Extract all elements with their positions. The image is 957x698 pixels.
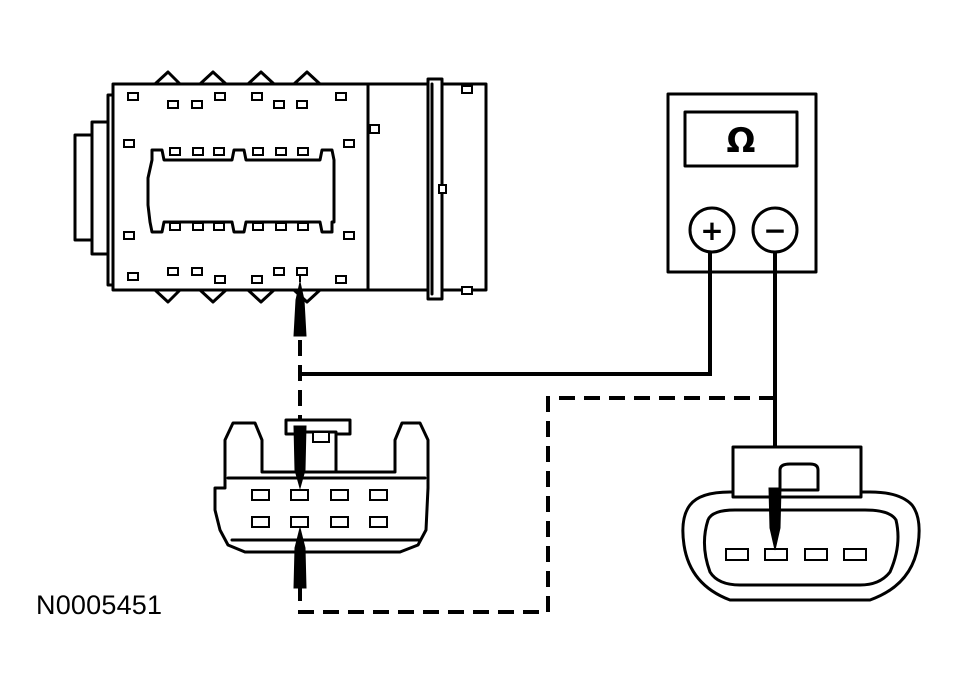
meter-display bbox=[683, 110, 799, 168]
probe-tips bbox=[293, 274, 782, 589]
jumper-lead-lower bbox=[298, 396, 775, 614]
plus-sign: + bbox=[700, 214, 723, 247]
sensor-cavities bbox=[725, 548, 867, 561]
positive-test-lead bbox=[301, 252, 712, 376]
probe-tip-harness-top bbox=[293, 425, 307, 490]
harness-cavities bbox=[251, 489, 388, 528]
probe-tip-sensor bbox=[768, 487, 782, 551]
module-cavities bbox=[123, 92, 355, 284]
ohmmeter: Ω + − bbox=[666, 92, 818, 274]
minus-sign: − bbox=[763, 214, 786, 247]
ohm-symbol: Ω bbox=[727, 121, 756, 161]
probe-tip-harness-bottom bbox=[293, 527, 307, 589]
sensor-connector bbox=[681, 445, 921, 602]
harness-connector bbox=[213, 418, 430, 554]
module-connector bbox=[73, 70, 488, 304]
figure-reference-code: N0005451 bbox=[36, 590, 163, 620]
probe-tip-module bbox=[293, 281, 307, 337]
